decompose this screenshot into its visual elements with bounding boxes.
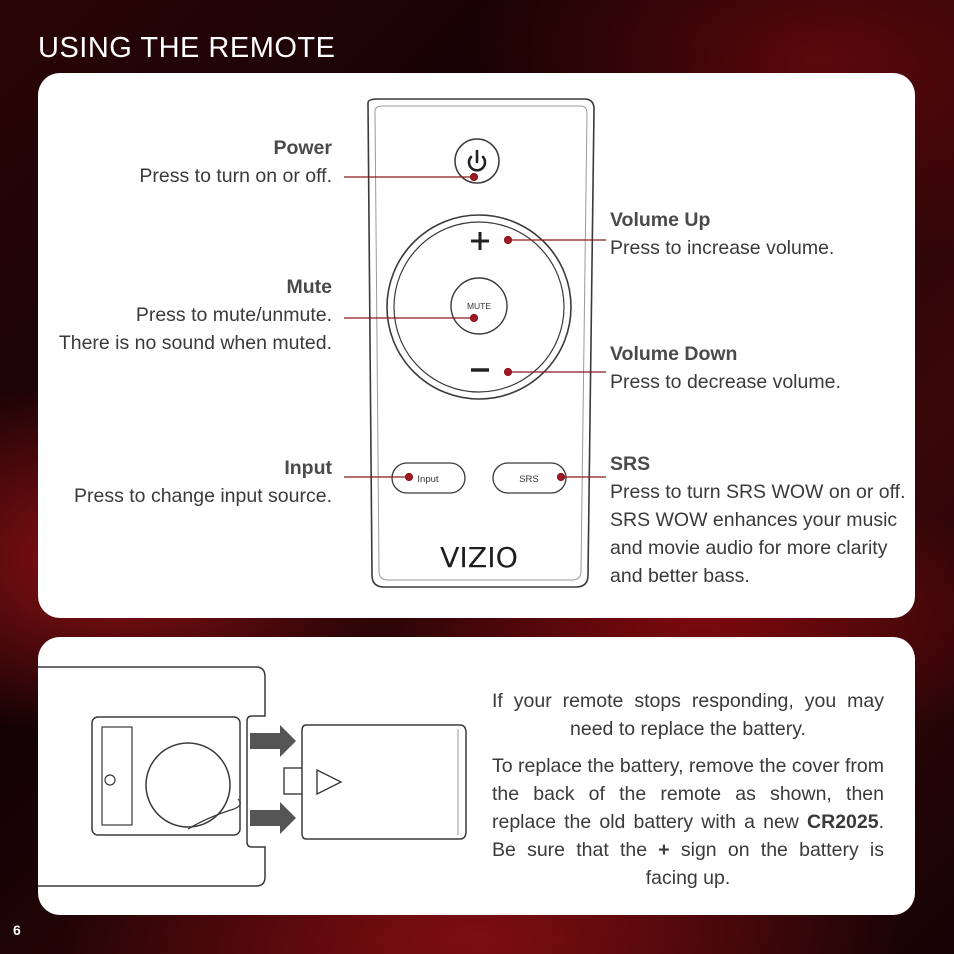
input-button[interactable]: Input [391,462,466,494]
srs-description-3: and movie audio for more clarity [610,537,888,559]
battery-paragraph-2: To replace the battery, remove the cover… [492,755,885,889]
page-number: 6 [13,922,21,938]
volume-up-callout-dot [503,235,513,245]
battery-panel: If your remote stops responding, you may… [38,637,915,915]
volume-down-heading: Volume Down [610,343,738,365]
power-callout-dot [469,172,479,182]
remove-arrow-bottom [250,802,296,834]
srs-button[interactable]: SRS [492,462,567,494]
page-title: USING THE REMOTE [38,32,336,64]
battery-illustration [38,666,467,887]
vizio-logo: VIZIO [440,541,518,574]
volume-up-heading: Volume Up [610,209,711,231]
srs-description-2: SRS WOW enhances your music [610,509,898,531]
mute-callout-dot [469,313,479,323]
remove-arrow-top [250,725,296,757]
cover-tab [283,767,305,795]
plus-sign: + [658,839,670,861]
cover-triangle-icon [316,768,343,796]
battery-clip [187,798,241,830]
volume-down-description: Press to decrease volume. [610,371,841,393]
remote-illustration: MUTE Input SRS VIZIO [344,98,606,588]
volume-up-button[interactable] [471,232,489,250]
mute-description-2: There is no sound when muted. [58,332,332,354]
mute-description-1: Press to mute/unmute. [135,304,332,326]
input-callout-dot [404,472,414,482]
coin-battery [145,742,231,828]
battery-instructions: If your remote stops responding, you may… [492,687,884,901]
power-heading: Power [273,137,332,159]
srs-description-1: Press to turn SRS WOW on or off. [610,481,906,503]
mute-callout: Mute Press to mute/unmute. There is no s… [59,273,332,357]
battery-cover [301,724,467,840]
power-button[interactable] [454,138,500,184]
volume-down-callout-dot [503,367,513,377]
battery-model: CR2025 [807,811,879,833]
remote-diagram-panel: MUTE Input SRS VIZIO [38,73,915,618]
input-button-label: Input [417,474,438,485]
latch-hole [104,774,116,786]
power-callout: Power Press to turn on or off. [139,134,332,190]
callout-lines [344,172,606,482]
srs-description-4: and better bass. [610,565,750,587]
plus-icon [471,232,489,250]
srs-callout-dot [556,472,566,482]
srs-heading: SRS [610,453,651,475]
power-description: Press to turn on or off. [139,165,332,187]
srs-callout: SRS Press to turn SRS WOW on or off. SRS… [610,450,905,590]
remote-inner-outline [374,105,588,581]
volume-up-description: Press to increase volume. [610,237,835,259]
volume-down-callout: Volume Down Press to decrease volume. [610,340,841,396]
input-description: Press to change input source. [74,485,332,507]
mute-button[interactable]: MUTE [450,277,508,335]
volume-up-callout: Volume Up Press to increase volume. [610,206,834,262]
battery-paragraph-1: If your remote stops responding, you may… [492,690,884,740]
power-icon [467,149,487,172]
input-heading: Input [284,457,332,479]
srs-button-label: SRS [519,474,539,485]
mute-heading: Mute [286,276,333,298]
input-callout: Input Press to change input source. [74,454,332,510]
mute-button-label: MUTE [467,301,491,311]
